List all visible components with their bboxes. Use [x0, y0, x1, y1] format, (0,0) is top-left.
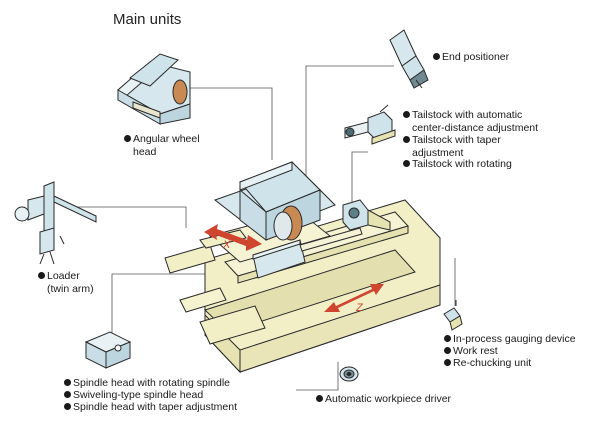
label-end-positioner: End positioner: [433, 51, 509, 64]
bullet-icon: [444, 359, 451, 366]
bullet-icon: [433, 53, 440, 60]
label-text: head: [133, 145, 157, 158]
bullet-icon: [444, 347, 451, 354]
label-angular-wheel-head: Angular wheel head: [124, 133, 200, 158]
label-text: Automatic workpiece driver: [325, 393, 452, 405]
label-inprocess-gauging: In-process gauging device: [444, 333, 576, 346]
x-axis-arrow: [204, 224, 262, 251]
leader-angular-wheel: [188, 87, 273, 160]
bullet-icon: [124, 135, 131, 142]
workpiece-driver-icon: [339, 366, 359, 382]
end-positioner-icon: [389, 29, 429, 89]
bullet-icon: [38, 272, 45, 279]
leader-end-positioner: [305, 65, 394, 180]
leader-loader: [70, 206, 187, 228]
bullet-icon: [64, 379, 71, 386]
label-text: Tailstock with taper: [412, 134, 501, 146]
spindle-head-icon: [84, 331, 132, 369]
label-text: Angular wheel: [133, 133, 200, 145]
label-text: Spindle head with taper adjustment: [73, 401, 238, 413]
workpiece: [299, 227, 363, 252]
label-spindle-swiveling: Swiveling-type spindle head: [64, 389, 203, 402]
label-text: Tailstock with automatic: [412, 109, 523, 121]
label-spindle-taper: Spindle head with taper adjustment: [64, 401, 237, 414]
label-text: Work rest: [453, 345, 498, 357]
label-text: adjustment: [412, 146, 464, 159]
page-title: Main units: [113, 11, 182, 28]
label-work-rest: Work rest: [444, 345, 498, 358]
x-axis-label: X: [223, 239, 231, 251]
label-text: Re-chucking unit: [453, 357, 532, 369]
label-text: center-distance adjustment: [412, 121, 539, 134]
wheel-head: [213, 161, 336, 279]
label-tailstock-taper: Tailstock with taper adjustment: [403, 134, 501, 159]
bullet-icon: [64, 403, 71, 410]
bullet-icon: [316, 395, 323, 402]
label-workpiece-driver: Automatic workpiece driver: [316, 393, 451, 406]
bullet-icon: [403, 111, 410, 118]
bullet-icon: [403, 136, 410, 143]
label-text: Loader: [47, 270, 80, 282]
label-text: Tailstock with rotating: [412, 158, 512, 170]
label-text: (twin arm): [47, 282, 94, 295]
leader-spindle: [111, 273, 238, 340]
z-axis-arrow: [324, 284, 384, 312]
leader-lines: [70, 65, 456, 391]
bullet-icon: [403, 160, 410, 167]
tailstock-icon: [344, 104, 396, 145]
label-text: In-process gauging device: [453, 333, 576, 345]
gauging-device-icon: [443, 300, 463, 331]
label-text: Spindle head with rotating spindle: [73, 377, 231, 389]
label-rechucking: Re-chucking unit: [444, 357, 531, 370]
label-tailstock-auto: Tailstock with automatic center-distance…: [403, 109, 538, 134]
label-text: Swiveling-type spindle head: [73, 389, 204, 401]
angular-wheel-head-icon: [117, 53, 191, 125]
bullet-icon: [64, 391, 71, 398]
machine-base: [164, 199, 441, 374]
label-text: End positioner: [442, 51, 510, 63]
loader-icon: [14, 181, 97, 265]
label-spindle-rotating: Spindle head with rotating spindle: [64, 377, 230, 390]
label-loader: Loader (twin arm): [38, 270, 94, 295]
leader-tailstock: [351, 151, 368, 205]
label-tailstock-rotating: Tailstock with rotating: [403, 158, 512, 171]
z-axis-label: Z: [356, 302, 363, 314]
bullet-icon: [444, 335, 451, 342]
leader-driver: [296, 362, 339, 391]
tailstock: [342, 199, 391, 231]
